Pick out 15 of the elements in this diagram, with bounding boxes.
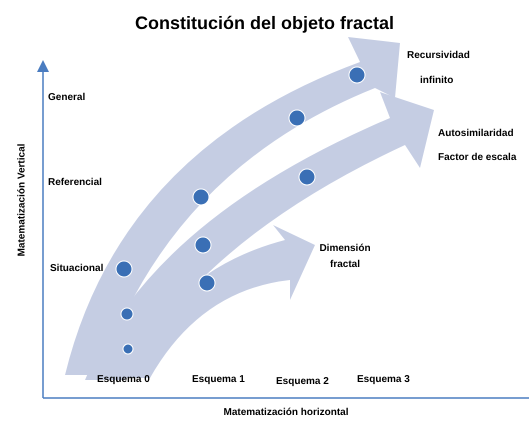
scheme-label: Esquema 2 <box>276 375 329 389</box>
scheme-label: Esquema 3 <box>357 373 410 387</box>
scheme-label: Esquema 0 <box>97 373 150 387</box>
tip-label: Factor de escala <box>438 151 516 165</box>
axis-title: Matematización Vertical <box>16 144 28 256</box>
diagram-title: Constitución del objeto fractal <box>134 12 395 35</box>
scheme-label: Esquema 1 <box>192 373 245 387</box>
level-label: Situacional <box>50 262 104 276</box>
tip-label: Autosimilaridad <box>438 127 514 141</box>
tip-label: Dimensión fractal <box>318 242 372 272</box>
level-label: Referencial <box>48 176 102 190</box>
tip-label: Recursividad <box>407 49 470 63</box>
level-label: General <box>48 91 86 105</box>
tip-label: infinito <box>420 74 454 88</box>
axis-title: Matematización horizontal <box>222 406 350 420</box>
